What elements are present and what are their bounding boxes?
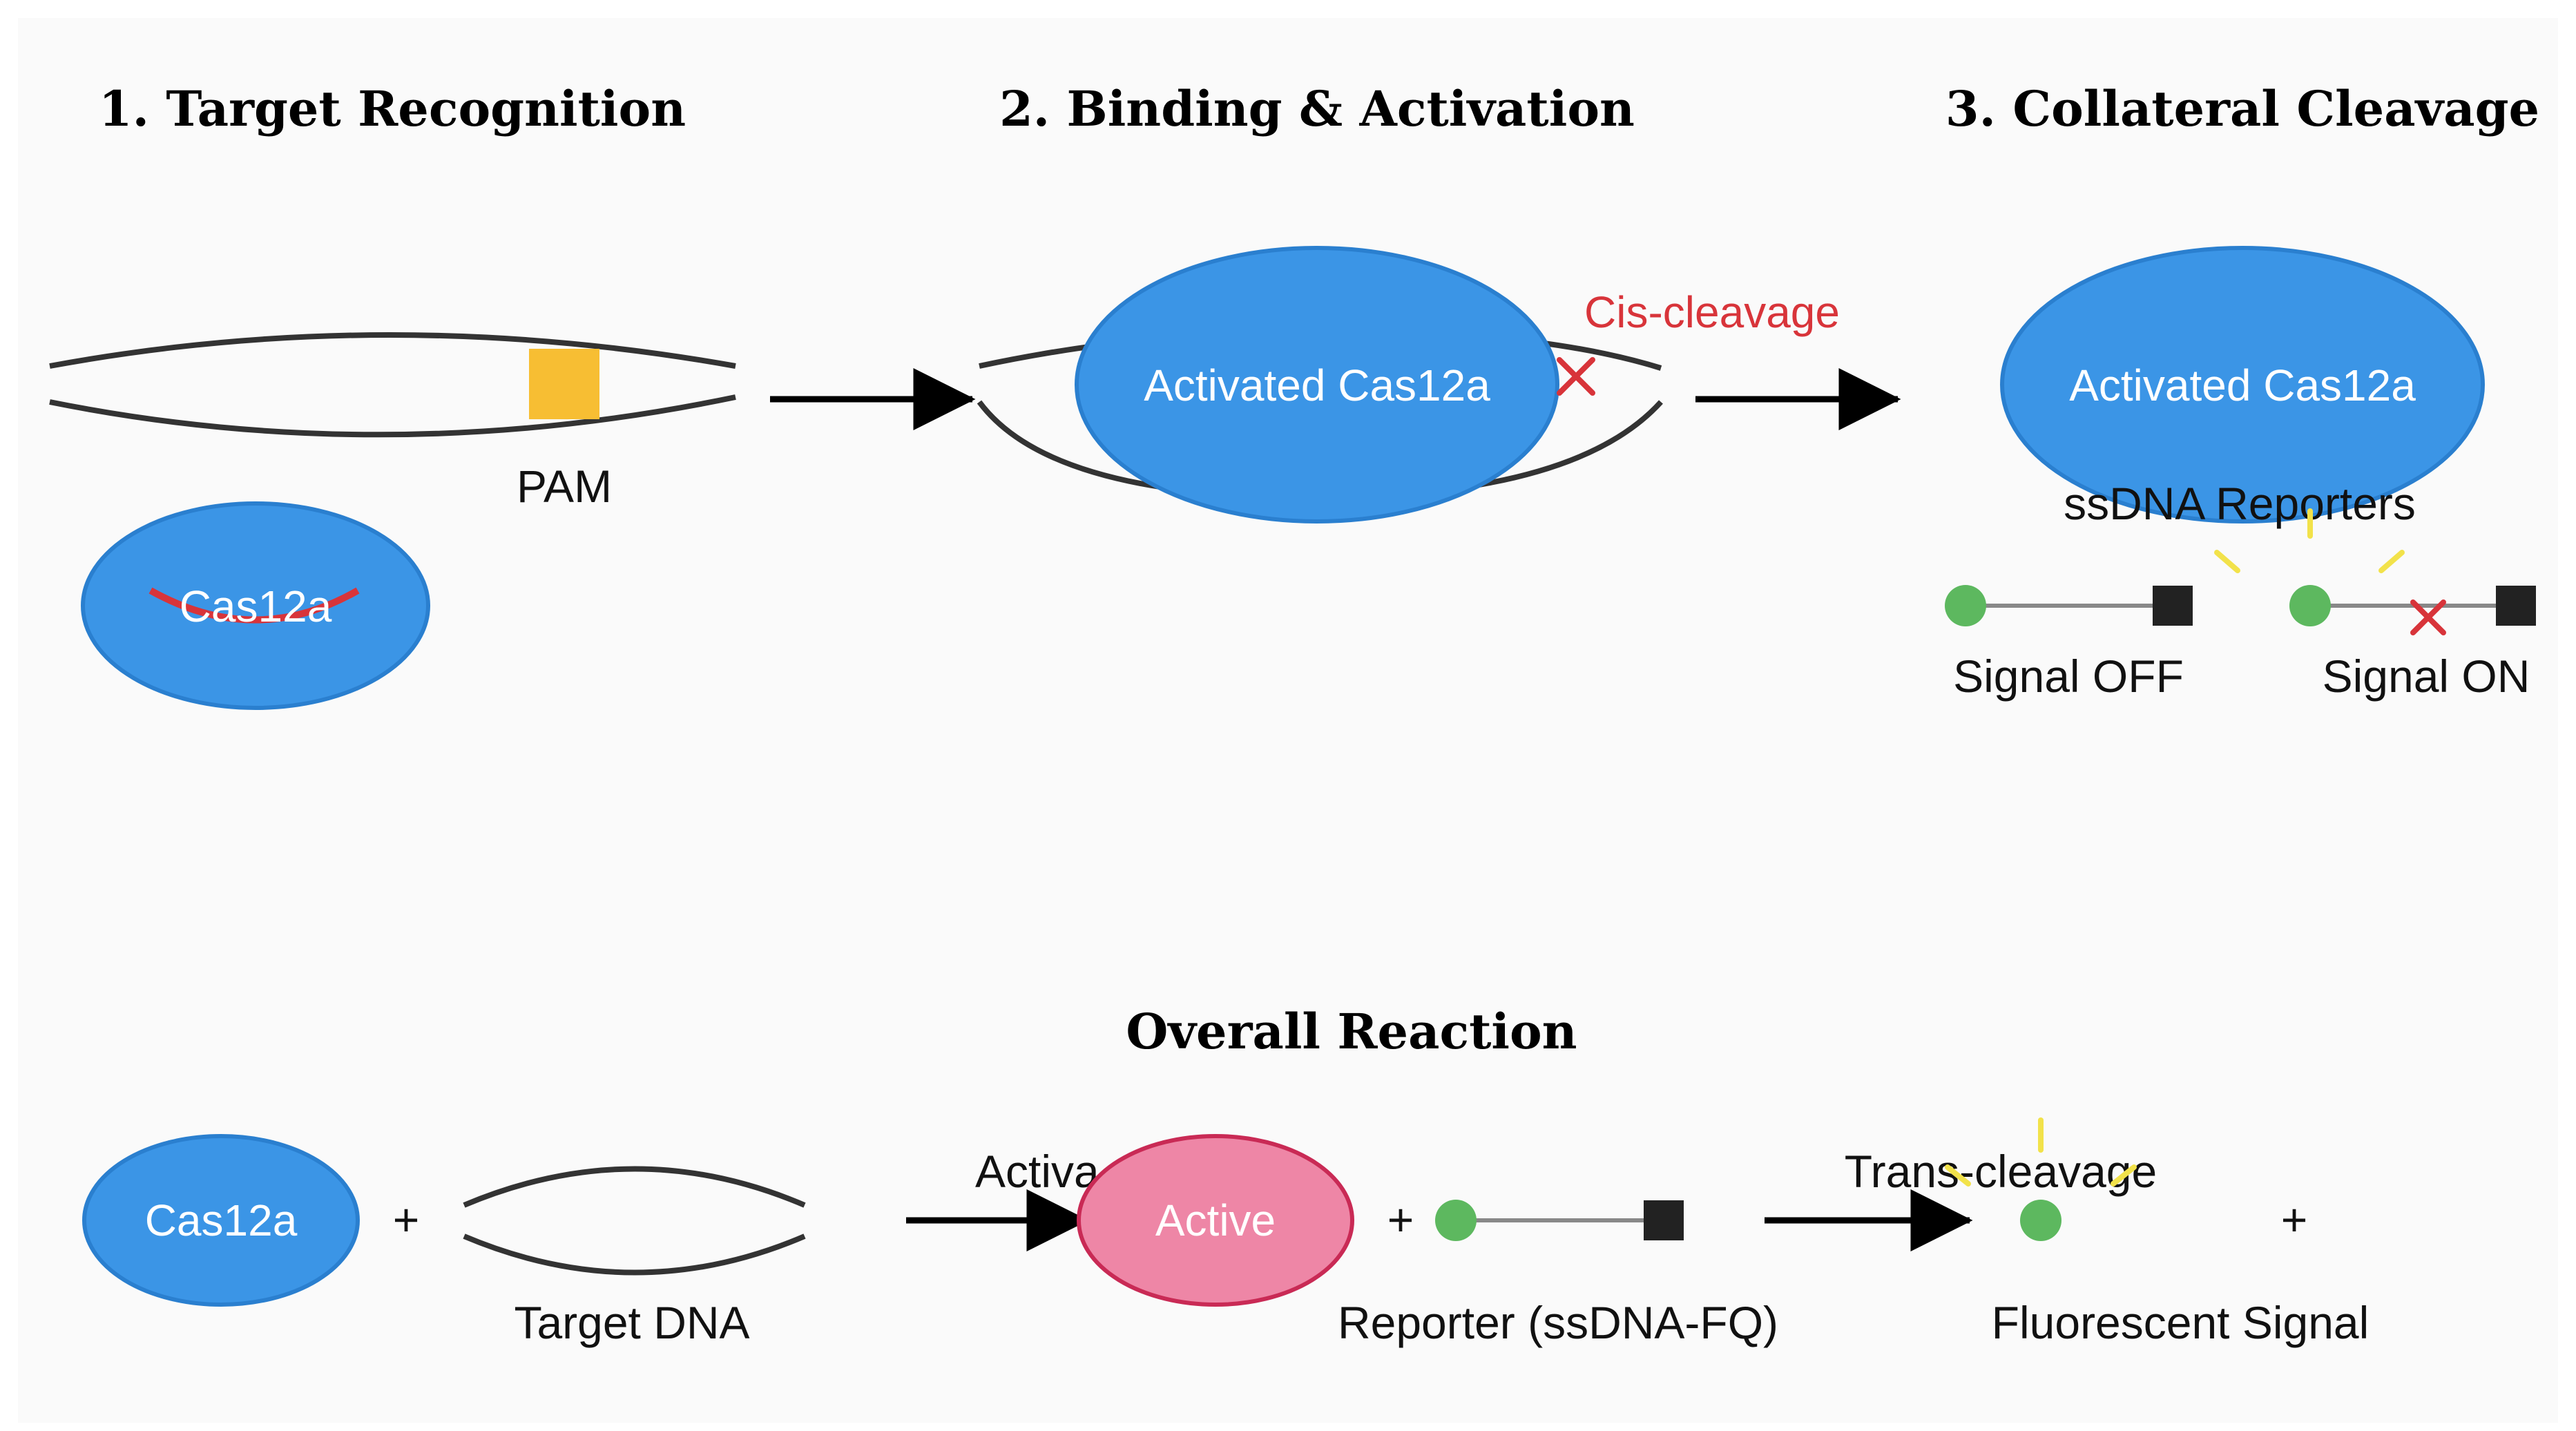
signal-spark-icon	[1945, 1117, 2137, 1187]
intact-reporter	[1945, 585, 2193, 626]
overall-cas12a-enzyme	[82, 1134, 360, 1307]
ssdna-reporters-label: ssDNA Reporters	[2064, 478, 2416, 529]
activated-cas12a-label-2: Activated Cas12a	[2069, 361, 2416, 410]
crrna-guide	[148, 587, 360, 624]
plus-sign-3: +	[2281, 1194, 2308, 1245]
signal-off-label: Signal OFF	[1953, 651, 2184, 702]
fluorescent-signal-label: Fluorescent Signal	[1992, 1297, 2370, 1348]
cis-cleavage-x-icon	[1557, 357, 1595, 396]
pam-label: PAM	[517, 461, 612, 512]
trans-cleavage-label: Trans-cleavage	[1845, 1146, 2157, 1197]
signal-on-label: Signal ON	[2323, 651, 2530, 702]
overall-quencher-icon	[1644, 1200, 1684, 1240]
spark-icon	[2214, 508, 2405, 573]
activated-cas12a-label: Activated Cas12a	[1144, 361, 1490, 410]
trans-cleavage-x-icon	[2410, 599, 2446, 635]
activated-cas12a-enzyme-2	[2000, 246, 2485, 524]
cas12a-label: Cas12a	[180, 582, 332, 631]
quencher-icon	[2153, 586, 2193, 626]
reporter-label: Reporter (ssDNA-FQ)	[1338, 1297, 1778, 1348]
overall-reaction-title: Overall Reaction	[1126, 1003, 1577, 1060]
overall-reporter	[1435, 1200, 1684, 1241]
target-dna-duplex	[49, 332, 736, 438]
plus-sign-1: +	[393, 1194, 420, 1245]
active-label: Active	[1155, 1195, 1276, 1245]
cleaved-reporter	[2289, 585, 2536, 635]
cas12a-enzyme	[81, 501, 430, 710]
activated-cas12a-enzyme	[1075, 246, 1559, 524]
pam-site	[529, 349, 599, 419]
panel-1-title: 1. Target Recognition	[99, 80, 686, 137]
target-dna-label: Target DNA	[514, 1297, 749, 1348]
overall-target-dna	[463, 1166, 806, 1276]
fluorophore-icon	[1945, 585, 1986, 626]
overall-cas12a-label: Cas12a	[145, 1195, 298, 1245]
panel-3-title: 3. Collateral Cleavage	[1945, 80, 2539, 137]
active-complex	[1077, 1134, 1354, 1307]
cis-cleavage-label: Cis-cleavage	[1584, 287, 1840, 337]
fluorophore-icon-2	[2289, 585, 2331, 626]
quencher-icon-2	[2496, 586, 2536, 626]
panel-2-title: 2. Binding & Activation	[999, 80, 1635, 137]
free-fluorophore-icon	[2020, 1200, 2061, 1241]
plus-sign-2: +	[1387, 1194, 1414, 1245]
activation-label: Activa	[975, 1146, 1099, 1197]
overall-fluorophore-icon	[1435, 1200, 1477, 1241]
